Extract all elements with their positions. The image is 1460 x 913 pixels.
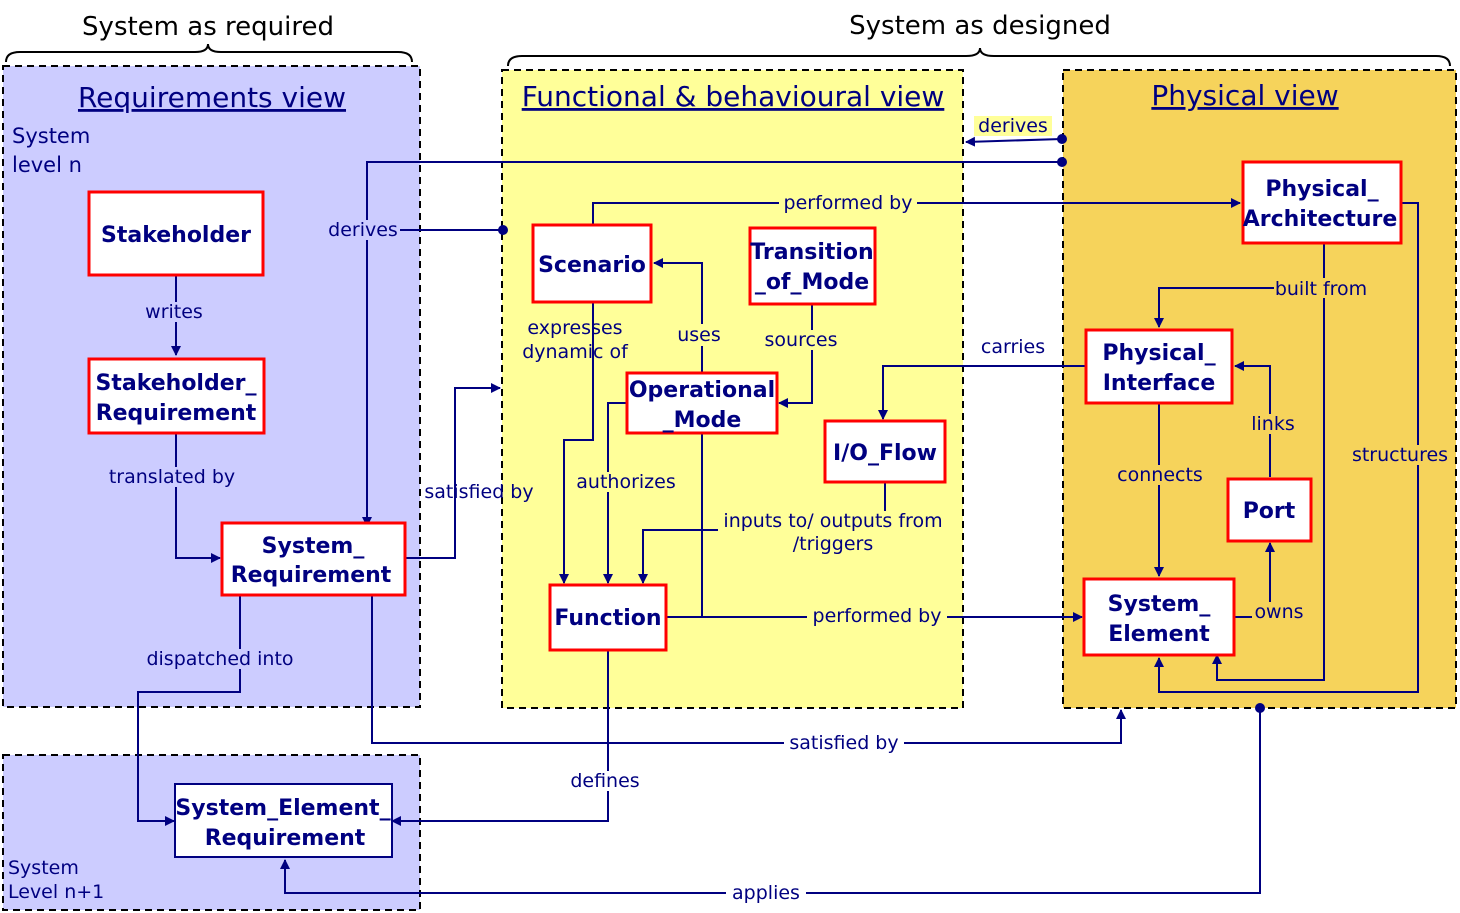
edge-derives-scenario-dot (498, 225, 508, 235)
brace-designed (507, 47, 1451, 67)
functional-view-title: Functional & behavioural view (522, 80, 945, 113)
edge-satisfied-by-1 (405, 383, 501, 559)
node-system-element-requirement-line2: Requirement (205, 826, 366, 851)
label-derives-left: derives (328, 219, 398, 241)
label-inputs-1: inputs to/ outputs from (723, 510, 942, 532)
physical-view-title: Physical view (1151, 79, 1338, 112)
edge-expresses (559, 302, 594, 584)
label-defines: defines (570, 770, 639, 792)
header-system-as-required: System as required (82, 12, 334, 42)
label-carries: carries (981, 336, 1045, 358)
system-level-n-line2: level n (12, 153, 82, 177)
node-io-flow: I/O_Flow (823, 419, 947, 484)
node-physical-architecture-line2: Architecture (1243, 207, 1398, 232)
node-system-element-requirement: System_Element_ Requirement (174, 783, 393, 858)
label-satisfied-by-1: satisfied by (424, 481, 533, 503)
label-expresses-1: expresses (527, 317, 622, 339)
node-function: Function (548, 583, 668, 652)
node-system-element-line2: Element (1108, 622, 1210, 647)
node-stakeholder-requirement-line1: Stakeholder_ (95, 371, 256, 396)
edge-derives-top-dot (1057, 134, 1067, 144)
node-stakeholder: Stakeholder (87, 190, 265, 277)
node-physical-architecture: Physical_ Architecture (1241, 160, 1403, 245)
edge-structures (1154, 202, 1419, 693)
edge-performed-by-top (592, 198, 1241, 225)
node-operational-mode: Operational _Mode (625, 371, 779, 435)
requirements-view-title: Requirements view (78, 81, 346, 114)
edge-built-from-element (1212, 288, 1325, 681)
node-stakeholder-line1: Stakeholder (101, 223, 251, 248)
label-performed-by-top: performed by (784, 192, 913, 214)
node-physical-interface-line2: Interface (1103, 371, 1216, 396)
label-connects: connects (1117, 464, 1203, 486)
system-level-n1-line1: System (8, 857, 79, 879)
label-expresses-2: dynamic of (522, 341, 629, 363)
node-system-requirement: System_ Requirement (220, 521, 407, 597)
edge-derives-left (362, 161, 1062, 527)
label-built-from: built from (1275, 278, 1367, 300)
label-translated-by: translated by (109, 466, 235, 488)
node-system-element-line1: System_ (1108, 592, 1211, 617)
label-uses: uses (677, 324, 721, 346)
label-derives-top: derives (978, 115, 1048, 137)
node-physical-architecture-line1: Physical_ (1265, 177, 1378, 202)
label-authorizes: authorizes (576, 471, 675, 493)
brace-required (5, 43, 413, 63)
label-applies: applies (732, 882, 800, 904)
edge-satisfied-by-2 (371, 595, 1126, 744)
node-operational-mode-line1: Operational (629, 378, 775, 403)
edge-defines (391, 650, 609, 826)
node-stakeholder-requirement: Stakeholder_ Requirement (87, 357, 266, 435)
edge-derives-left-dot (1057, 157, 1067, 167)
node-operational-mode-line2: _Mode (663, 408, 742, 433)
edge-built-from (1154, 243, 1325, 328)
system-level-n-line1: System (12, 124, 90, 148)
edge-derives-top (965, 136, 1063, 147)
edge-authorizes (603, 402, 627, 584)
edge-links (1234, 361, 1271, 477)
node-system-requirement-line1: System_ (262, 534, 365, 559)
node-system-element-requirement-line1: System_Element_ (175, 796, 390, 821)
node-port-line1: Port (1243, 499, 1296, 524)
node-scenario-line1: Scenario (538, 253, 646, 278)
label-dispatched-into: dispatched into (146, 648, 293, 670)
node-system-requirement-line2: Requirement (231, 563, 392, 588)
node-system-element: System_ Element (1082, 577, 1236, 657)
system-level-n1-line2: Level n+1 (8, 881, 104, 903)
node-io-flow-line1: I/O_Flow (833, 441, 937, 466)
label-performed-by-bottom: performed by (813, 605, 942, 627)
label-links: links (1251, 413, 1295, 435)
label-structures: structures (1352, 444, 1448, 466)
label-writes: writes (145, 301, 203, 323)
node-function-line1: Function (554, 606, 661, 631)
label-owns: owns (1254, 601, 1303, 623)
edge-applies (280, 708, 1261, 894)
node-physical-interface: Physical_ Interface (1084, 328, 1234, 405)
edge-carries (878, 365, 1086, 420)
header-system-as-designed: System as designed (849, 11, 1111, 41)
node-stakeholder-requirement-line2: Requirement (96, 401, 257, 426)
node-transition-of-mode-line2: _of_Mode (755, 270, 869, 295)
node-transition-of-mode-line1: Transition (750, 240, 873, 265)
label-inputs-2: /triggers (793, 533, 873, 555)
node-transition-of-mode: Transition _of_Mode (748, 226, 877, 306)
node-scenario: Scenario (531, 223, 653, 304)
edge-applies-dot (1255, 703, 1265, 713)
label-satisfied-by-2: satisfied by (789, 732, 898, 754)
label-sources: sources (765, 329, 838, 351)
node-physical-interface-line1: Physical_ (1102, 341, 1215, 366)
node-port: Port (1226, 477, 1313, 543)
